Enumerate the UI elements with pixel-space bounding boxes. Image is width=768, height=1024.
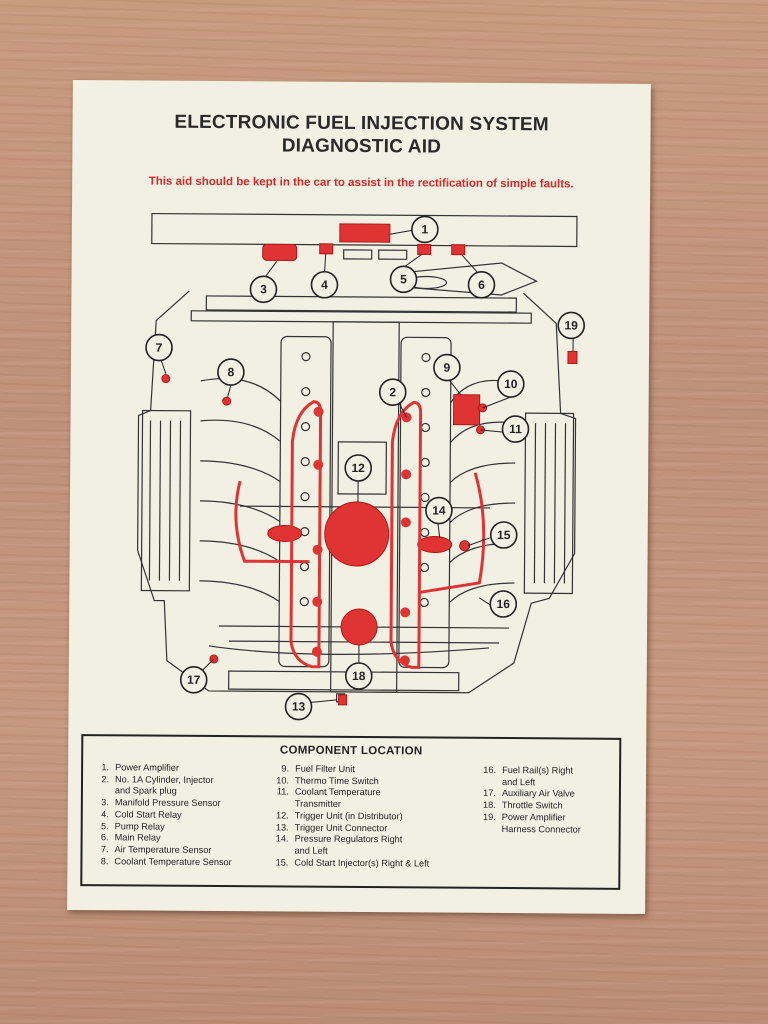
legend-item-text: Coolant Temperature Sensor <box>114 855 232 867</box>
power-amplifier-bar <box>151 212 578 248</box>
callout-9: 9 <box>444 361 451 375</box>
callout-3: 3 <box>260 282 267 296</box>
legend-item-text: Coolant Temperature Transmitter <box>294 786 381 809</box>
pressure-regulator-highlight <box>459 540 471 552</box>
legend-item-number: 4. <box>101 809 109 820</box>
legend-item-text: Throttle Switch <box>501 800 563 811</box>
callout-4: 4 <box>321 278 328 292</box>
cold-start-injector-left-highlight <box>267 524 303 542</box>
legend-item: 16. Fuel Rail(s) Right and Left <box>478 765 618 789</box>
fuel-rails-highlight <box>234 400 486 669</box>
legend-item-number: 8. <box>100 855 109 866</box>
harness-connector-highlight <box>567 350 578 365</box>
callout-markers <box>145 215 586 721</box>
air-temp-sensor-highlight <box>161 374 171 384</box>
legend-item-number: 7. <box>100 844 109 855</box>
legend-item-number: 13. <box>275 821 289 833</box>
legend-item-text: Fuel Rail(s) Right and Left <box>501 765 574 787</box>
legend-item-number: 12. <box>275 810 289 821</box>
legend-item-text: Trigger Unit Connector <box>294 822 388 833</box>
legend-item: 17. Auxiliary Air Valve <box>478 788 618 801</box>
callout-labels: 1 2 3 4 5 6 7 8 9 10 11 12 13 14 15 16 1… <box>156 222 579 714</box>
legend-item-text: Cold Start Injector(s) Right & Left <box>294 857 430 869</box>
callout-8: 8 <box>227 365 234 379</box>
callout-1: 1 <box>421 222 428 236</box>
callout-16: 16 <box>497 597 511 611</box>
callout-11: 11 <box>509 422 522 436</box>
legend-item-number: 1. <box>101 762 110 773</box>
legend-item-number: 11. <box>276 786 289 797</box>
callout-5: 5 <box>400 272 407 286</box>
highlighted-components <box>161 223 578 706</box>
pump-relay-highlight <box>417 243 432 255</box>
legend-item-number: 18. <box>483 799 496 811</box>
legend-item-number: 16. <box>483 764 497 775</box>
callout-18: 18 <box>352 669 366 683</box>
callout-17: 17 <box>187 673 201 687</box>
engine-diagram: 1 2 3 4 5 6 7 8 9 10 11 12 13 14 15 16 1… <box>137 212 586 721</box>
legend-column-1: 1. Power Amplifier 2. No. 1A Cylinder, Inje… <box>90 762 271 869</box>
legend-item: 11. Coolant Temperature Transmitter <box>271 787 461 812</box>
callout-6: 6 <box>478 278 485 292</box>
legend-item-text: Pump Relay <box>114 820 165 832</box>
legend-item-text: Thermo Time Switch <box>294 775 379 786</box>
callout-2: 2 <box>389 385 396 399</box>
callout-10: 10 <box>504 377 518 391</box>
engine-line-art <box>137 212 578 703</box>
legend-column-3: 16. Fuel Rail(s) Right and Left 17. Auxilia… <box>478 765 618 836</box>
main-relay-highlight <box>451 244 466 256</box>
legend-item: 8. Coolant Temperature Sensor <box>90 856 270 869</box>
callout-13: 13 <box>292 700 306 714</box>
legend-item: 14. Pressure Regulators Right and Left <box>270 834 460 859</box>
legend-item-number: 10. <box>276 775 290 786</box>
legend-item-number: 15. <box>275 857 289 868</box>
callout-12: 12 <box>351 461 365 475</box>
manifold-pressure-sensor-highlight <box>262 243 298 262</box>
fuel-filter-highlight <box>453 394 481 426</box>
legend-item: 19. Power Amplifier Harness Connector <box>478 812 618 836</box>
legend-item-text: Power Amplifier Harness Connector <box>501 811 581 835</box>
legend-item-text: Manifold Pressure Sensor <box>114 797 221 809</box>
legend-item-number: 17. <box>483 788 496 799</box>
legend-item-text: Pressure Regulators Right and Left <box>294 833 403 856</box>
legend-item: 18. Throttle Switch <box>478 800 618 813</box>
legend-item: 15. Cold Start Injector(s) Right & Left <box>270 857 460 870</box>
legend-title: COMPONENT LOCATION <box>279 744 423 758</box>
legend-item-text: Main Relay <box>114 832 161 843</box>
trigger-connector-highlight <box>338 694 348 706</box>
cold-start-injector-right-highlight <box>417 536 453 554</box>
throttle-switch-highlight <box>340 608 378 646</box>
legend-item-number: 9. <box>281 763 290 774</box>
callout-7: 7 <box>156 341 163 355</box>
legend-item-text: Trigger Unit (in Distributor) <box>294 810 403 822</box>
legend-item-text: No. 1A Cylinder, Injector and Spark plug <box>114 774 214 797</box>
coolant-temp-sensor-highlight <box>222 396 232 406</box>
legend-item-text: Power Amplifier <box>115 762 179 773</box>
callout-14: 14 <box>432 504 446 518</box>
cold-start-relay-highlight <box>319 243 334 255</box>
power-amplifier-highlight <box>339 223 391 243</box>
legend-item-text: Auxiliary Air Valve <box>501 788 575 799</box>
legend-item: 2. No. 1A Cylinder, Injector and Spark pl… <box>91 774 271 799</box>
callout-leaders <box>160 229 574 705</box>
legend-item-text: Cold Start Relay <box>114 809 182 820</box>
callout-19: 19 <box>564 318 578 332</box>
legend-item-number: 5. <box>100 820 109 831</box>
legend-item-number: 14. <box>275 833 289 844</box>
distributor-highlight <box>324 501 390 567</box>
legend-item-text: Fuel Filter Unit <box>295 763 355 774</box>
legend-item-number: 3. <box>101 797 109 808</box>
diagnostic-card: ELECTRONIC FUEL INJECTION SYSTEM DIAGNOS… <box>67 79 651 915</box>
legend-item-number: 19. <box>482 811 496 822</box>
legend-item-text: Air Temperature Sensor <box>114 844 212 855</box>
component-legend: COMPONENT LOCATION 1. Power Amplifier 2. No… <box>80 734 622 890</box>
callout-15: 15 <box>497 528 511 542</box>
legend-item-number: 6. <box>100 832 109 843</box>
legend-item-number: 2. <box>101 773 110 784</box>
